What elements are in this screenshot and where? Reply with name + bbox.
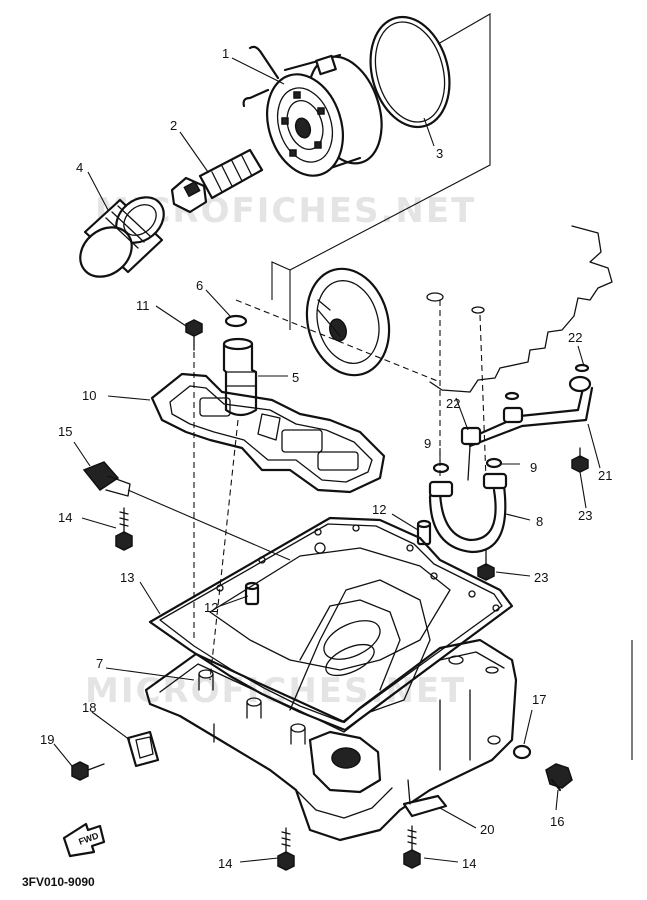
oil-pan-flange-holes [216, 524, 500, 612]
callout-18: 18 [82, 700, 96, 715]
drain-bolt [545, 763, 573, 792]
bolt-11 [185, 319, 203, 351]
oil-pipe-21 [460, 375, 594, 481]
callout-23-right: 23 [578, 508, 592, 523]
callout-10: 10 [82, 388, 96, 403]
callout-3: 3 [436, 146, 443, 161]
callout-11: 11 [136, 298, 150, 313]
oil-level-switch [82, 461, 291, 561]
drain-washer [512, 744, 532, 760]
dowel-12-right [416, 519, 432, 546]
engine-case-edge [429, 225, 613, 393]
callout-23-center: 23 [534, 570, 548, 585]
callout-12-left: 12 [204, 600, 218, 615]
union-bolt [170, 148, 264, 214]
callout-4: 4 [76, 160, 83, 175]
callout-2: 2 [170, 118, 177, 133]
baffle-gasket [150, 372, 386, 494]
callout-7: 7 [96, 656, 103, 671]
callout-14-bottom-right: 14 [462, 856, 476, 871]
callout-21: 21 [598, 468, 612, 483]
bolt-14-bottom-right [403, 825, 421, 869]
bolt-14-left [115, 507, 133, 551]
callout-6: 6 [196, 278, 203, 293]
bolt-23-right [571, 447, 589, 473]
callout-22-left: 22 [446, 396, 460, 411]
oil-cooler [242, 45, 383, 177]
forward-arrow-icon: FWD [62, 822, 106, 858]
cooler-base-flange [305, 267, 391, 377]
part-code: 3FV010-9090 [22, 875, 95, 889]
callout-17: 17 [532, 692, 546, 707]
callout-13: 13 [120, 570, 134, 585]
plate-18 [126, 730, 160, 768]
callout-19: 19 [40, 732, 54, 747]
callout-8: 8 [536, 514, 543, 529]
callout-12-right: 12 [372, 502, 386, 517]
callout-15: 15 [58, 424, 72, 439]
callout-9-right: 9 [530, 460, 537, 475]
callout-14-bottom-left: 14 [218, 856, 232, 871]
callout-9-left: 9 [424, 436, 431, 451]
small-o-ring [224, 314, 248, 328]
callout-labels: 1 2 3 4 5 6 7 8 9 9 10 11 12 12 13 15 14… [40, 46, 612, 871]
leader-lines [53, 57, 601, 863]
callout-14-upper: 14 [58, 510, 72, 525]
bracket-20 [402, 779, 448, 818]
callout-22-right: 22 [568, 330, 582, 345]
bolt-14-bottom-left [277, 827, 295, 871]
bolt-19 [71, 761, 105, 781]
callout-5: 5 [292, 370, 299, 385]
pipe-o-rings [426, 292, 590, 474]
oil-pan [144, 579, 518, 842]
bolt-23-center [477, 549, 495, 581]
oil-pipe-5 [222, 337, 258, 417]
oil-filter [79, 196, 165, 278]
o-ring [369, 15, 451, 129]
oil-pipe-8 [428, 472, 508, 554]
callout-16: 16 [550, 814, 564, 829]
callout-1: 1 [222, 46, 229, 61]
cooler-frame-lines [271, 13, 491, 330]
callout-20: 20 [480, 822, 494, 837]
